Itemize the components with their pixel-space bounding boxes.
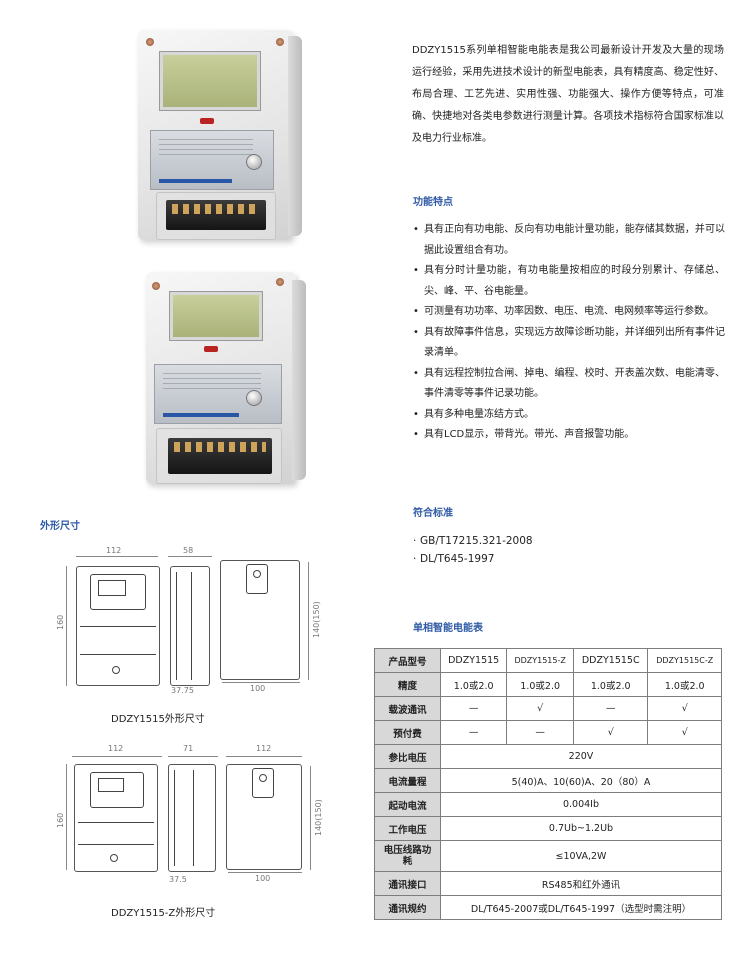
standards-list: GB/T17215.321-2008 DL/T645-1997 bbox=[413, 532, 533, 568]
row-label: 电压线路功耗 bbox=[374, 840, 441, 872]
table-cell: √ bbox=[506, 696, 574, 721]
table-row: 参比电压 220V bbox=[374, 744, 722, 769]
table-header-row: 产品型号 DDZY1515 DDZY1515-Z DDZY1515C DDZY1… bbox=[374, 648, 722, 673]
list-item: 具有正向有功电能、反向有功电能计量功能，能存储其数据，并可以据此设置组合有功。 bbox=[413, 220, 725, 261]
dimensions-title: 外形尺寸 bbox=[40, 521, 80, 532]
table-row: 通讯规约 DL/T645-2007或DL/T645-1997（选型时需注明） bbox=[374, 895, 722, 920]
table-cell: RS485和红外通讯 bbox=[440, 871, 722, 896]
row-label: 预付费 bbox=[374, 720, 441, 745]
table-row: 电压线路功耗 ≤10VA,2W bbox=[374, 840, 722, 872]
dim-back-width: 100 bbox=[255, 874, 271, 883]
row-label: 电流量程 bbox=[374, 768, 441, 793]
list-item: 具有远程控制拉合闸、掉电、编程、校时、开表盖次数、电能清零、事件清零等事件记录功… bbox=[413, 364, 725, 405]
table-row: 预付费 — — √ √ bbox=[374, 720, 722, 745]
dim-back-height: 140(150) bbox=[312, 601, 321, 638]
model-cell: DDZY1515-Z bbox=[506, 648, 574, 673]
table-cell: 1.0或2.0 bbox=[506, 672, 574, 697]
drawing1-caption: DDZY1515外形尺寸 bbox=[111, 714, 205, 725]
table-cell: 0.004Ib bbox=[440, 792, 722, 817]
dim-depth-side: 58 bbox=[183, 546, 194, 555]
product-intro: DDZY1515系列单相智能电能表是我公司最新设计开发及大量的现场运行经验，采用… bbox=[412, 45, 724, 144]
table-cell: 5(40)A、10(60)A、20（80）A bbox=[440, 768, 722, 793]
table-cell: 1.0或2.0 bbox=[439, 672, 508, 697]
list-item: 具有故障事件信息，实现远方故障诊断功能，并详细列出所有事件记录清单。 bbox=[413, 323, 725, 364]
model-cell: DDZY1515C-Z bbox=[647, 648, 722, 673]
dim-back-width: 100 bbox=[250, 684, 266, 693]
list-item: 可测量有功功率、功率因数、电压、电流、电网频率等运行参数。 bbox=[413, 302, 725, 323]
table-cell: √ bbox=[647, 720, 722, 745]
row-label: 通讯规约 bbox=[374, 895, 441, 920]
table-cell: 1.0或2.0 bbox=[647, 672, 722, 697]
features-list: 具有正向有功电能、反向有功电能计量功能，能存储其数据，并可以据此设置组合有功。 … bbox=[413, 220, 725, 446]
dim-height-front: 160 bbox=[56, 614, 65, 630]
standards-title: 符合标准 bbox=[413, 508, 453, 519]
table-row: 载波通讯 — √ — √ bbox=[374, 696, 722, 721]
dim-side-bottom: 37.5 bbox=[169, 875, 187, 884]
dim-side-bottom: 37.75 bbox=[171, 686, 194, 695]
row-label: 起动电流 bbox=[374, 792, 441, 817]
list-item: GB/T17215.321-2008 bbox=[413, 532, 533, 550]
table-cell: — bbox=[506, 720, 574, 745]
table-cell: — bbox=[439, 696, 508, 721]
list-item: DL/T645-1997 bbox=[413, 550, 533, 568]
dim-width-front: 112 bbox=[106, 546, 122, 555]
table-cell: — bbox=[439, 720, 508, 745]
table-cell: √ bbox=[647, 696, 722, 721]
table-cell: 220V bbox=[440, 744, 722, 769]
spec-table: 产品型号 DDZY1515 DDZY1515-Z DDZY1515C DDZY1… bbox=[374, 648, 722, 920]
dim-back-width-top: 112 bbox=[256, 744, 272, 753]
meter-photo-ddzy1515 bbox=[138, 30, 308, 245]
model-cell: DDZY1515C bbox=[572, 648, 649, 673]
table-cell: DL/T645-2007或DL/T645-1997（选型时需注明） bbox=[440, 895, 722, 920]
row-label: 精度 bbox=[374, 672, 441, 697]
list-item: 具有分时计量功能，有功电能量按相应的时段分别累计、存储总、尖、峰、平、谷电能量。 bbox=[413, 261, 725, 302]
list-item: 具有LCD显示，带背光。带光、声音报警功能。 bbox=[413, 425, 725, 446]
dimension-drawing-ddzy1515-z: 112 160 71 37.5 112 140(150) 100 bbox=[50, 744, 330, 894]
table-row: 精度 1.0或2.0 1.0或2.0 1.0或2.0 1.0或2.0 bbox=[374, 672, 722, 697]
table-row: 通讯接口 RS485和红外通讯 bbox=[374, 871, 722, 896]
row-label: 工作电压 bbox=[374, 816, 441, 841]
table-row: 起动电流 0.004Ib bbox=[374, 792, 722, 817]
table-row: 工作电压 0.7Ub~1.2Ub bbox=[374, 816, 722, 841]
table-cell: √ bbox=[572, 720, 649, 745]
table-cell: — bbox=[572, 696, 649, 721]
dim-back-height: 140(150) bbox=[314, 799, 323, 836]
table-cell: ≤10VA,2W bbox=[440, 840, 722, 872]
table-cell: 0.7Ub~1.2Ub bbox=[440, 816, 722, 841]
meter-photo-ddzy1515-z bbox=[146, 272, 311, 487]
model-cell: DDZY1515 bbox=[439, 648, 508, 673]
row-label: 参比电压 bbox=[374, 744, 441, 769]
table-cell: 1.0或2.0 bbox=[572, 672, 649, 697]
dim-height-front: 160 bbox=[56, 812, 65, 828]
drawing2-caption: DDZY1515-Z外形尺寸 bbox=[111, 908, 216, 919]
row-label: 产品型号 bbox=[374, 648, 441, 673]
dim-depth-side: 71 bbox=[183, 744, 194, 753]
table-row: 电流量程 5(40)A、10(60)A、20（80）A bbox=[374, 768, 722, 793]
row-label: 通讯接口 bbox=[374, 871, 441, 896]
dim-width-front: 112 bbox=[108, 744, 124, 753]
list-item: 具有多种电量冻结方式。 bbox=[413, 405, 725, 426]
spec-table-title: 单相智能电能表 bbox=[413, 623, 483, 634]
row-label: 载波通讯 bbox=[374, 696, 441, 721]
dimension-drawing-ddzy1515: 112 160 58 37.75 140(150) 100 bbox=[50, 546, 330, 726]
features-title: 功能特点 bbox=[413, 197, 453, 208]
